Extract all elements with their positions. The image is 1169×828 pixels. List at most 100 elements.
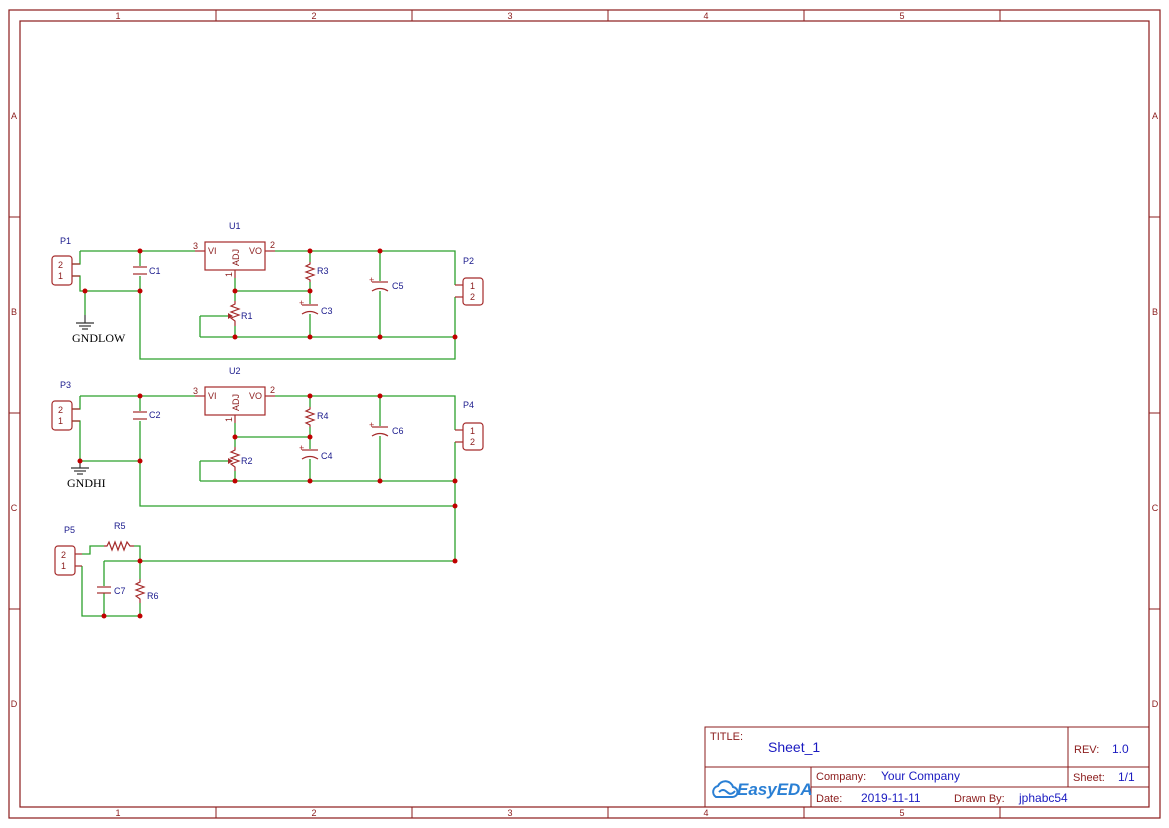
u1-pin-2: 2 (270, 240, 275, 250)
u1-vi: VI (208, 246, 217, 256)
logo-text: EasyEDA (737, 780, 813, 799)
u1-vo: VO (249, 246, 262, 256)
p1-ref: P1 (60, 236, 71, 246)
p5-pin-1: 1 (61, 561, 66, 571)
rev-label: REV: (1074, 744, 1099, 756)
u1-pin-3: 3 (193, 241, 198, 251)
u2-pin-1: 1 (224, 417, 234, 422)
p2-ref: P2 (463, 256, 474, 266)
column-label-top-4: 4 (703, 11, 708, 21)
row-label-right-c: C (1152, 503, 1159, 513)
u2-vo: VO (249, 391, 262, 401)
date-label: Date: (816, 793, 842, 805)
svg-text:+: + (369, 420, 374, 430)
resistor-r6: R6 (134, 579, 159, 603)
row-label-right-b: B (1152, 307, 1158, 317)
resistor-r5: R5 (104, 521, 134, 552)
p2-pin-1: 1 (470, 281, 475, 291)
p5-pin-2: 2 (61, 550, 66, 560)
easyeda-logo: EasyEDA (712, 780, 813, 799)
column-label-top-3: 3 (507, 11, 512, 21)
p4-pin-1: 1 (470, 426, 475, 436)
svg-text:+: + (299, 298, 304, 308)
gndlow-label: GNDLOW (72, 331, 126, 345)
column-label-bottom-1: 1 (115, 808, 120, 818)
c4-ref: C4 (321, 451, 333, 461)
row-label-left-d: D (11, 699, 18, 709)
regulator-circuit-2: P3 2 1 GNDHI C2 U2 VI VO ADJ (51, 366, 484, 561)
column-label-bottom-4: 4 (703, 808, 708, 818)
capacitor-c4: + C4 (299, 443, 333, 461)
p2-pin-2: 2 (470, 292, 475, 302)
p1-pin-2: 2 (58, 260, 63, 270)
p3-pin-2: 2 (58, 405, 63, 415)
p4-ref: P4 (463, 400, 474, 410)
divider-circuit: P5 2 1 R5 C7 R6 (54, 521, 458, 619)
u1-ref: U1 (229, 221, 241, 231)
c6-ref: C6 (392, 426, 404, 436)
potentiometer-r1: R1 (228, 301, 253, 326)
c3-ref: C3 (321, 306, 333, 316)
row-label-left-a: A (11, 111, 17, 121)
regulator-u1: U1 VI VO ADJ 3 2 1 (193, 221, 275, 278)
title-block: TITLE: Sheet_1 REV: 1.0 EasyEDA Company:… (704, 726, 1150, 808)
column-label-top-1: 1 (115, 11, 120, 21)
r2-ref: R2 (241, 456, 253, 466)
column-label-bottom-2: 2 (311, 808, 316, 818)
svg-text:+: + (299, 443, 304, 453)
row-label-left-b: B (11, 307, 17, 317)
u2-vi: VI (208, 391, 217, 401)
drawn-by-value: jphabc54 (1018, 791, 1068, 805)
gndhi-label: GNDHI (67, 476, 106, 490)
r1-ref: R1 (241, 311, 253, 321)
p1-pin-1: 1 (58, 271, 63, 281)
sheet-value: 1/1 (1118, 770, 1135, 784)
regulator-circuit-1: P1 2 1 GNDLOW C1 U1 VI VO ADJ (51, 221, 484, 360)
c5-ref: C5 (392, 281, 404, 291)
capacitor-c7: C7 (97, 586, 126, 596)
p4-pin-2: 2 (470, 437, 475, 447)
r6-ref: R6 (147, 591, 159, 601)
row-label-right-a: A (1152, 111, 1158, 121)
drawn-by-label: Drawn By: (954, 793, 1005, 805)
drawing-frame: 1 2 3 4 5 1 2 3 4 5 A B C D A B C D (8, 9, 1161, 819)
u1-pin-1: 1 (224, 272, 234, 277)
capacitor-c5: + C5 (369, 275, 404, 292)
row-label-left-c: C (11, 503, 18, 513)
c7-ref: C7 (114, 586, 126, 596)
capacitor-c1: C1 (133, 266, 161, 276)
column-label-bottom-3: 3 (507, 808, 512, 818)
capacitor-c6: + C6 (369, 420, 404, 437)
rev-value: 1.0 (1112, 742, 1129, 756)
resistor-r4: R4 (304, 407, 329, 427)
u1-adj: ADJ (231, 249, 241, 266)
connector-p5: P5 2 1 (54, 525, 82, 576)
title-value: Sheet_1 (768, 739, 820, 755)
capacitor-c2: C2 (133, 410, 161, 420)
title-label: TITLE: (710, 731, 743, 743)
resistor-r3: R3 (304, 262, 329, 282)
r4-ref: R4 (317, 411, 329, 421)
ground-symbol-low: GNDLOW (72, 315, 126, 345)
connector-p2: P2 1 2 (455, 256, 484, 306)
c1-ref: C1 (149, 266, 161, 276)
u2-ref: U2 (229, 366, 241, 376)
date-value: 2019-11-11 (861, 791, 921, 805)
svg-text:+: + (369, 275, 374, 285)
cloud-icon (712, 780, 739, 798)
connector-p1: P1 2 1 (51, 236, 80, 286)
u2-pin-2: 2 (270, 385, 275, 395)
c2-ref: C2 (149, 410, 161, 420)
p5-ref: P5 (64, 525, 75, 535)
connector-p3: P3 2 1 (51, 380, 80, 431)
u2-pin-3: 3 (193, 386, 198, 396)
column-label-top-5: 5 (899, 11, 904, 21)
p3-ref: P3 (60, 380, 71, 390)
column-label-bottom-5: 5 (899, 808, 904, 818)
r3-ref: R3 (317, 266, 329, 276)
ground-symbol-hi: GNDHI (67, 461, 106, 490)
regulator-u2: U2 VI VO ADJ 3 2 1 (193, 366, 275, 423)
company-value: Your Company (881, 769, 960, 783)
potentiometer-r2: R2 (228, 447, 253, 471)
